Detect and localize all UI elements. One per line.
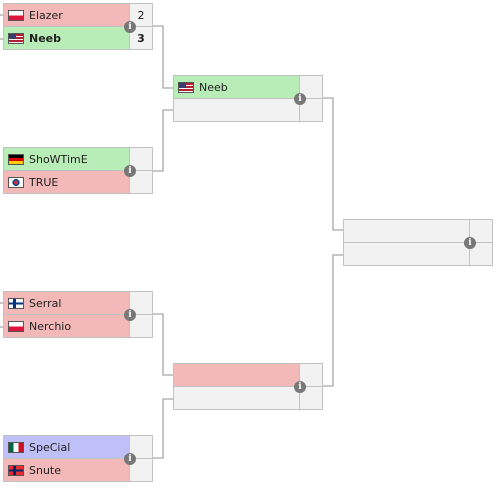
- bracket-connector-line: [153, 109, 173, 172]
- player-score: [299, 387, 322, 409]
- player-score: [469, 220, 492, 242]
- match-info-icon[interactable]: i: [124, 453, 136, 465]
- poland-flag-icon: [8, 9, 24, 21]
- match-info-icon[interactable]: i: [124, 309, 136, 321]
- player-name: SpeCial: [29, 440, 71, 454]
- player-score: [299, 99, 322, 121]
- player-slot[interactable]: Serral: [4, 292, 152, 315]
- player-slot[interactable]: Neeb 3: [4, 27, 152, 49]
- player-slot[interactable]: Neeb: [174, 76, 322, 99]
- match-r1-m1: Elazer 2 Neeb 3 i: [3, 3, 153, 50]
- player-score: [299, 76, 322, 98]
- player-slot[interactable]: SpeCial: [4, 436, 152, 459]
- usa-flag-canton: [9, 33, 16, 39]
- player-score: [129, 292, 152, 314]
- bracket-connector-line: [323, 254, 343, 387]
- finland-flag-icon: [8, 297, 24, 309]
- player-slot[interactable]: [344, 243, 492, 265]
- usa-flag-canton: [179, 82, 186, 88]
- player-slot[interactable]: Elazer 2: [4, 4, 152, 27]
- match-r1-m4: SpeCial Snute i: [3, 435, 153, 482]
- match-r1-m3: Serral Nerchio i: [3, 291, 153, 338]
- player-name: ShoWTimE: [29, 152, 88, 166]
- bracket-connector-line: [323, 97, 343, 231]
- match-info-icon[interactable]: i: [294, 93, 306, 105]
- player-name: TRUE: [29, 175, 59, 189]
- player-slot[interactable]: Snute: [4, 459, 152, 481]
- match-r2-m2: i: [173, 363, 323, 410]
- mexico-flag-icon: [8, 441, 24, 453]
- player-name: Neeb: [199, 80, 228, 94]
- match-info-icon[interactable]: i: [464, 237, 476, 249]
- germany-flag-icon: [8, 153, 24, 165]
- player-name: Elazer: [29, 8, 63, 22]
- player-slot[interactable]: [174, 99, 322, 121]
- match-info-icon[interactable]: i: [294, 381, 306, 393]
- usa-flag-icon: [178, 81, 194, 93]
- player-slot[interactable]: Nerchio: [4, 315, 152, 337]
- match-final: i: [343, 219, 493, 266]
- player-score: [129, 148, 152, 170]
- player-name: Serral: [29, 296, 62, 310]
- player-score: 2: [129, 4, 152, 26]
- match-info-icon[interactable]: i: [124, 21, 136, 33]
- player-score: [469, 243, 492, 265]
- player-score: 3: [129, 27, 152, 49]
- south-korea-flag-icon: [8, 176, 24, 188]
- player-slot[interactable]: [344, 220, 492, 243]
- player-slot[interactable]: TRUE: [4, 171, 152, 193]
- match-r1-m2: ShoWTimE TRUE i: [3, 147, 153, 194]
- player-score: [129, 459, 152, 481]
- flag-cross-bar: [13, 298, 16, 308]
- flag-cross-bar: [13, 465, 16, 475]
- poland-flag-icon: [8, 320, 24, 332]
- bracket-connector-line: [153, 398, 173, 459]
- norway-flag-icon: [8, 464, 24, 476]
- player-score: [129, 315, 152, 337]
- player-score: [129, 436, 152, 458]
- player-slot[interactable]: [174, 364, 322, 387]
- player-name: Snute: [29, 463, 62, 477]
- player-score: [129, 171, 152, 193]
- player-slot[interactable]: [174, 387, 322, 409]
- player-name: Nerchio: [29, 319, 72, 333]
- player-name: Neeb: [29, 31, 62, 45]
- match-info-icon[interactable]: i: [124, 165, 136, 177]
- player-slot[interactable]: ShoWTimE: [4, 148, 152, 171]
- match-r2-m1: Neeb i: [173, 75, 323, 122]
- usa-flag-icon: [8, 32, 24, 44]
- player-score: [299, 364, 322, 386]
